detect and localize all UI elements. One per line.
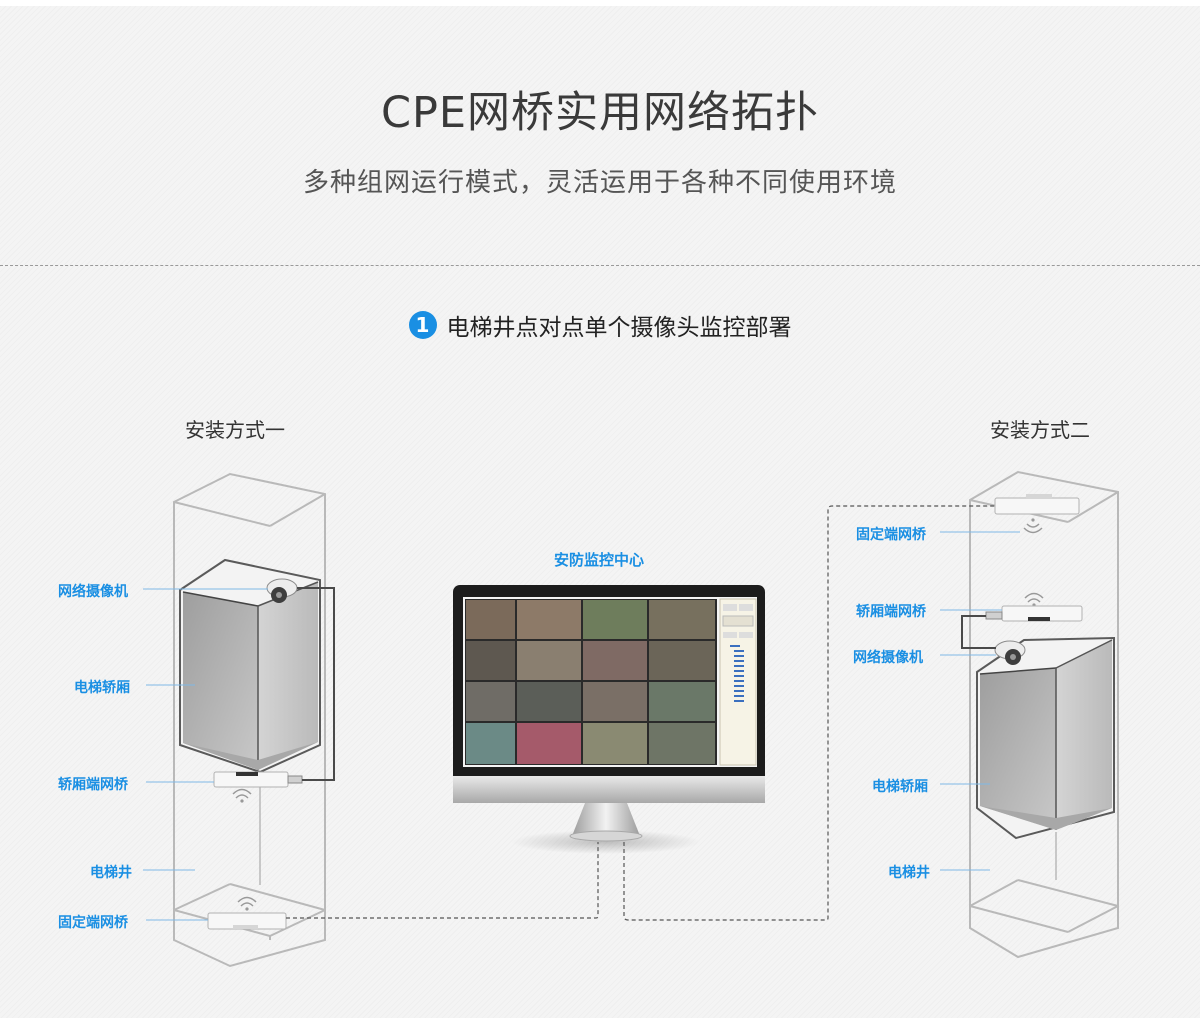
left-cable — [297, 587, 335, 781]
dashed-divider — [0, 265, 1200, 266]
method-two-label: 安装方式二 — [990, 418, 1090, 442]
right-shaft-label: 电梯井 — [888, 865, 930, 881]
left-car-bridge-label: 轿厢端网桥 — [58, 777, 128, 793]
right-leader-lines — [940, 531, 1020, 871]
right-camera-label: 网络摄像机 — [853, 650, 923, 666]
page-title: CPE网桥实用网络拓扑 — [380, 88, 820, 138]
right-camera-icon — [994, 640, 1026, 665]
left-leader-lines — [143, 588, 268, 921]
section-title: 电梯井点对点单个摄像头监控部署 — [446, 315, 792, 341]
right-car-bridge-label: 轿厢端网桥 — [856, 604, 926, 620]
surveillance-video-grid — [465, 598, 757, 766]
left-shaft-label: 电梯井 — [90, 865, 132, 881]
left-camera-label: 网络摄像机 — [58, 584, 128, 600]
left-camera-icon — [266, 578, 298, 603]
left-fixed-bridge-icon — [207, 896, 287, 930]
section-heading: 1 电梯井点对点单个摄像头监控部署 — [0, 308, 1200, 342]
method-one-label: 安装方式一 — [185, 418, 285, 442]
right-fixed-bridge-label: 固定端网桥 — [856, 527, 926, 543]
network-links — [286, 505, 995, 921]
right-car-bridge-icon — [985, 592, 1083, 622]
monitoring-center-label: 安防监控中心 — [554, 551, 645, 569]
top-band — [0, 0, 1200, 6]
right-elevator-car — [976, 636, 1115, 840]
left-car-label: 电梯轿厢 — [74, 680, 130, 696]
left-elevator-car — [179, 558, 321, 774]
right-fixed-bridge-icon — [994, 494, 1080, 534]
left-car-bridge-icon — [213, 771, 303, 803]
left-elevator-shaft — [173, 472, 326, 968]
page-subtitle: 多种组网运行模式，灵活运用于各种不同使用环境 — [302, 168, 897, 198]
right-elevator-shaft — [969, 470, 1119, 959]
right-cable — [961, 615, 996, 649]
left-fixed-bridge-label: 固定端网桥 — [58, 915, 128, 931]
section-number-badge: 1 — [408, 311, 437, 339]
right-car-label: 电梯轿厢 — [872, 779, 928, 795]
